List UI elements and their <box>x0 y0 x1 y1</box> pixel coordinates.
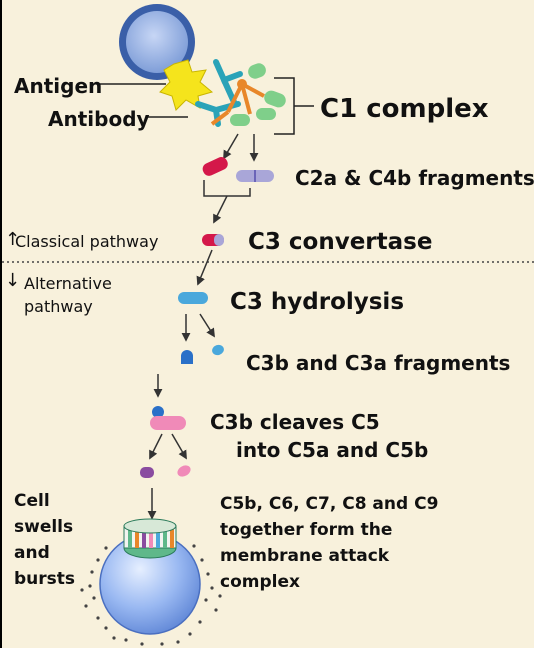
arrow-to-c3-hydrolysis <box>196 249 213 286</box>
label-c3b-c3a: C3b and C3a fragments <box>246 351 511 375</box>
down-arrow-icon: ↓ <box>5 270 21 291</box>
c3-convertase-shape <box>202 234 224 246</box>
label-c3b-cleaves-1: C3b cleaves C5 <box>210 410 380 434</box>
label-c3-convertase: C3 convertase <box>248 229 433 255</box>
label-classical-pathway: Classical pathway <box>15 232 159 251</box>
antigen-shape <box>159 59 214 111</box>
c1-complex-shape <box>210 63 286 126</box>
c2a-c4b-fragments <box>202 157 274 182</box>
c3-shape <box>178 292 208 304</box>
b-cell <box>119 4 195 80</box>
label-cell-2: swells <box>14 517 74 537</box>
arrow-to-c3-convertase <box>213 195 228 224</box>
lysing-cell <box>80 518 222 646</box>
label-mac-1: C5b, C6, C7, C8 and C9 <box>220 494 439 514</box>
label-antigen: Antigen <box>14 74 103 98</box>
arrow-to-c5b <box>149 433 163 460</box>
label-cell-1: Cell <box>14 491 50 511</box>
arrow-to-c5a <box>171 433 187 460</box>
label-mac-3: membrane attack <box>220 546 390 566</box>
c1-bracket <box>274 77 314 135</box>
label-mac-2: together form the <box>220 520 393 540</box>
label-alternative: Alternative <box>24 274 112 293</box>
arrow-to-c3a <box>199 313 215 338</box>
up-arrow-icon: ↑ <box>5 229 21 250</box>
label-antibody: Antibody <box>48 107 150 131</box>
label-mac-4: complex <box>220 572 300 592</box>
label-pathway: pathway <box>24 297 93 316</box>
label-c3-hydrolysis: C3 hydrolysis <box>230 289 405 315</box>
c5b-c5a-fragments <box>140 465 191 478</box>
arrow-c1-to-c2a <box>223 133 239 160</box>
label-c1-complex: C1 complex <box>320 94 489 124</box>
fragment-bracket <box>203 180 251 197</box>
c3b-c5-shape <box>150 406 186 430</box>
label-cell-4: bursts <box>14 569 76 589</box>
label-cell-3: and <box>14 543 50 563</box>
c3b-c3a-fragments <box>181 344 224 364</box>
label-c2a-c4b: C2a & C4b fragments <box>295 166 534 190</box>
label-c3b-cleaves-2: into C5a and C5b <box>236 438 429 462</box>
